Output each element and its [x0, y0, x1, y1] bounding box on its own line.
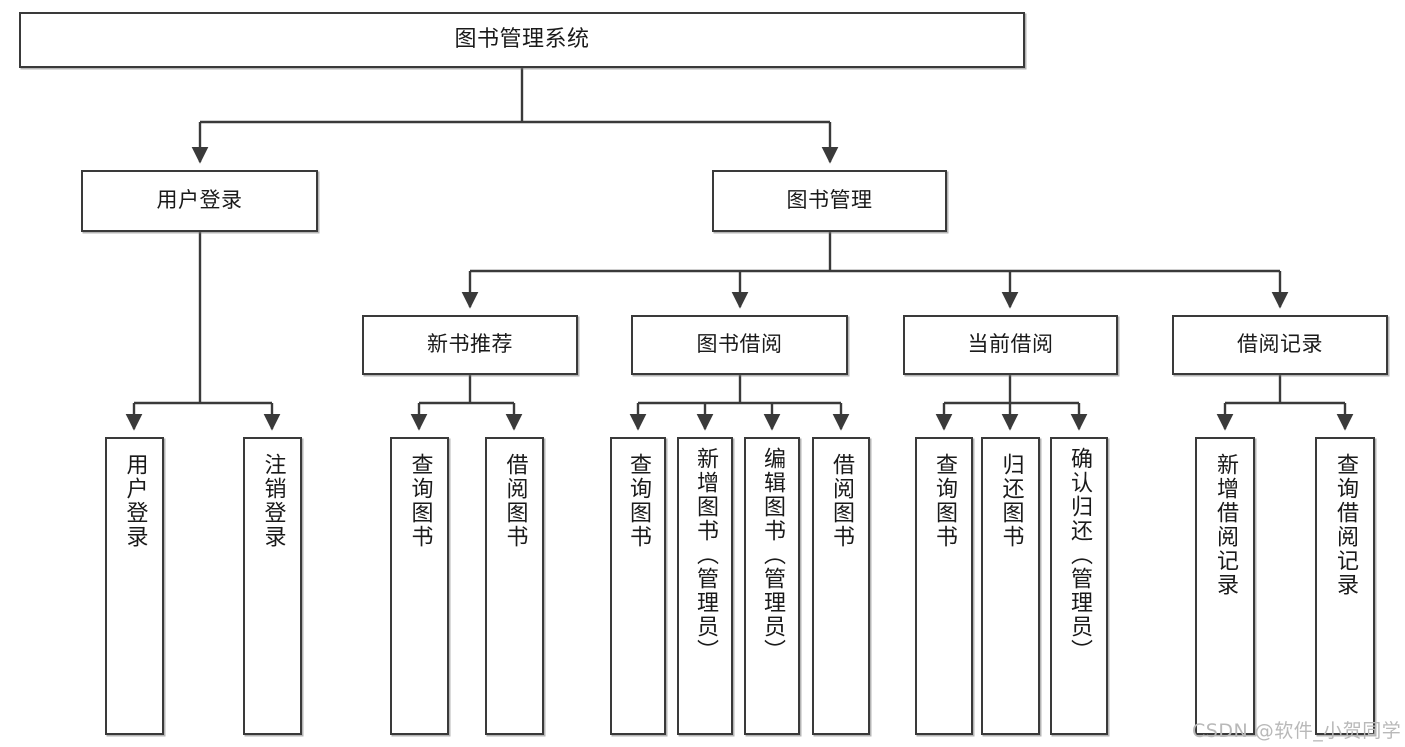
node-root-book-management-system[interactable]: 图书管理系统 [19, 12, 1025, 68]
node-label: 图书借阅 [696, 332, 783, 357]
node-book-borrow[interactable]: 图书借阅 [631, 315, 848, 375]
node-label: 查询图书 [625, 453, 651, 549]
node-label: 确认归还（管理员） [1066, 447, 1092, 663]
node-book-management[interactable]: 图书管理 [712, 170, 947, 232]
csdn-watermark: CSDN @软件_小贺同学 [1192, 720, 1402, 742]
node-new-book-recommend[interactable]: 新书推荐 [362, 315, 578, 375]
node-label: 新增借阅记录 [1212, 453, 1238, 597]
leaf-borrow-book-recommend[interactable]: 借阅图书 [485, 437, 544, 735]
leaf-confirm-return-admin[interactable]: 确认归还（管理员） [1050, 437, 1108, 735]
node-label: 借阅图书 [828, 453, 854, 549]
leaf-borrow-book[interactable]: 借阅图书 [812, 437, 870, 735]
node-label: 用户登录 [122, 453, 148, 549]
leaf-query-book-recommend[interactable]: 查询图书 [390, 437, 449, 735]
node-label: 注销登录 [260, 453, 286, 549]
node-label: 编辑图书（管理员） [759, 447, 785, 663]
node-label: 归还图书 [998, 453, 1024, 549]
node-user-login[interactable]: 用户登录 [81, 170, 318, 232]
node-label: 借阅记录 [1237, 332, 1323, 357]
node-label: 新增图书（管理员） [692, 447, 718, 663]
leaf-query-borrow-record[interactable]: 查询借阅记录 [1315, 437, 1375, 735]
node-current-borrow[interactable]: 当前借阅 [903, 315, 1118, 375]
leaf-add-borrow-record[interactable]: 新增借阅记录 [1195, 437, 1255, 735]
node-label: 当前借阅 [967, 332, 1054, 357]
node-label: 用户登录 [156, 188, 243, 213]
leaf-return-book[interactable]: 归还图书 [981, 437, 1040, 735]
node-label: 查询图书 [407, 453, 433, 549]
leaf-add-book-admin[interactable]: 新增图书（管理员） [677, 437, 733, 735]
node-borrow-record[interactable]: 借阅记录 [1172, 315, 1388, 375]
leaf-user-logout[interactable]: 注销登录 [243, 437, 302, 735]
leaf-query-book-current[interactable]: 查询图书 [915, 437, 973, 735]
node-label: 借阅图书 [502, 453, 528, 549]
node-label: 查询借阅记录 [1332, 453, 1358, 597]
node-label: 新书推荐 [427, 332, 513, 357]
leaf-edit-book-admin[interactable]: 编辑图书（管理员） [744, 437, 800, 735]
node-label: 查询图书 [931, 453, 957, 549]
leaf-user-login[interactable]: 用户登录 [105, 437, 164, 735]
leaf-query-book-borrow[interactable]: 查询图书 [610, 437, 666, 735]
node-label: 图书管理 [786, 188, 873, 213]
node-label: 图书管理系统 [454, 26, 590, 52]
